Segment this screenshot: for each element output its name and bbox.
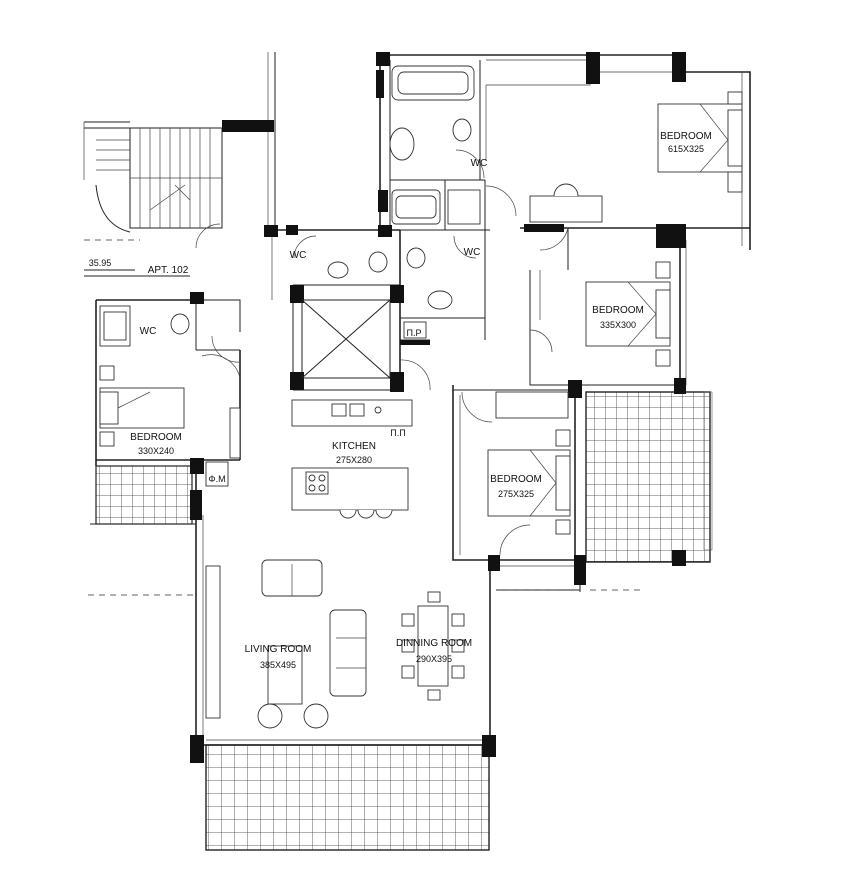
master-bed <box>529 91 743 223</box>
room-size: 275X280 <box>336 455 372 465</box>
room-size: 275X325 <box>498 489 534 499</box>
level-mark: 35.95 <box>89 258 112 268</box>
wc-label: WC <box>464 247 481 258</box>
doors <box>195 149 569 556</box>
room-name: DINNING ROOM <box>396 638 472 649</box>
lift-shaft <box>301 299 391 379</box>
bedroom-3-bed <box>487 391 571 535</box>
east-balcony <box>585 391 713 563</box>
room-labels: BEDROOM 615X325 BEDROOM 335X300 BEDROOM … <box>89 131 712 670</box>
west-balcony <box>95 465 193 525</box>
room-name: BEDROOM <box>490 474 542 485</box>
kitchen-tag: Π.Π <box>390 428 406 438</box>
meter-label: Φ.Μ <box>208 474 225 484</box>
room-size: 385X495 <box>260 660 296 670</box>
room-size: 290X395 <box>416 654 452 664</box>
room-name: LIVING ROOM <box>245 644 312 655</box>
room-size: 330X240 <box>138 446 174 456</box>
staircase <box>83 121 223 233</box>
kitchen-counter <box>291 399 413 427</box>
living-furniture <box>205 559 367 729</box>
room-name: BEDROOM <box>592 305 644 316</box>
room-name: KITCHEN <box>332 441 376 452</box>
wc-label: WC <box>140 326 157 337</box>
bath-fixtures <box>99 65 481 487</box>
wc-label: WC <box>290 250 307 261</box>
room-name: BEDROOM <box>660 131 712 142</box>
kitchen-island <box>291 467 409 519</box>
room-size: 335X300 <box>600 320 636 330</box>
wc-label: WC <box>471 158 488 169</box>
dining-table <box>401 591 465 701</box>
columns <box>190 52 686 763</box>
bedroom-west-bed <box>99 365 241 459</box>
room-name: BEDROOM <box>130 432 182 443</box>
bedroom-2-bed <box>585 261 671 367</box>
south-balcony <box>205 744 490 851</box>
apartment-label: APT. 102 <box>148 265 189 276</box>
pantry-label: Π.Ρ <box>406 328 421 338</box>
room-size: 615X325 <box>668 144 704 154</box>
